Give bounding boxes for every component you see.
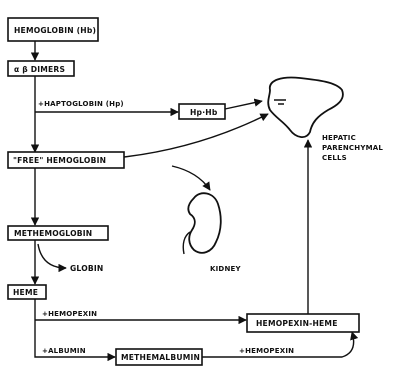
liver-detail: [274, 99, 286, 105]
label-kidney: KIDNEY: [210, 265, 241, 273]
box-free-hemoglobin: [7, 151, 125, 169]
arrow-heme-to-methemalbumin: [34, 299, 116, 362]
box-methemoglobin: [7, 225, 109, 241]
liver-icon: [267, 76, 344, 138]
label-haptoglobin: +HAPTOGLOBIN (Hp): [38, 100, 124, 108]
arrow-to-globin: [37, 243, 67, 273]
label-globin: GLOBIN: [70, 264, 103, 273]
label-heme: HEME: [13, 288, 38, 297]
label-albumin: +ALBUMIN: [42, 347, 86, 355]
label-free-hemoglobin: "FREE" HEMOGLOBIN: [13, 156, 106, 165]
label-hemoglobin: HEMOGLOBIN (Hb): [14, 26, 96, 35]
label-hemopexin-heme: HEMOPEXIN-HEME: [256, 319, 338, 328]
label-methemoglobin: METHEMOGLOBIN: [14, 229, 92, 238]
arrow-hphb-to-liver: [224, 98, 263, 110]
box-hphb: [178, 103, 226, 120]
arrow-free-hb-to-kidney: [171, 165, 211, 191]
ureter: [182, 231, 191, 255]
box-dimers: [7, 60, 75, 77]
label-hepatic-1: HEPATIC: [322, 134, 356, 142]
label-methemalbumin: METHEMALBUMIN: [121, 353, 200, 362]
label-hepatic-3: CELLS: [322, 154, 347, 162]
arrow-methemalbumin-to-hemopexin-heme: [201, 331, 359, 358]
label-hphb: Hp·Hb: [190, 108, 218, 117]
box-methemalbumin: [115, 348, 203, 366]
label-hemopexin-2: +HEMOPEXIN: [239, 347, 294, 355]
label-dimers: α β DIMERS: [14, 65, 65, 74]
arrow-free-hb-to-liver: [123, 113, 269, 158]
label-hepatic-2: PARENCHYMAL: [322, 144, 383, 152]
box-hemopexin-heme: [246, 313, 360, 333]
box-hemoglobin: [7, 17, 99, 42]
box-heme: [7, 284, 47, 300]
label-hemopexin: +HEMOPEXIN: [42, 310, 97, 318]
kidney-icon: [187, 192, 222, 254]
